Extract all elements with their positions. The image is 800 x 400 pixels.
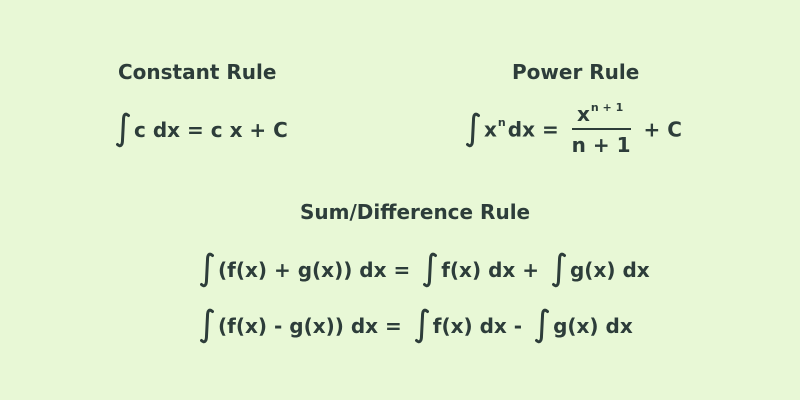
sum-rule-first-term: f(x) dx + xyxy=(441,258,540,282)
integral-sign-icon xyxy=(200,252,214,288)
power-rule-constant: + C xyxy=(643,117,682,142)
constant-rule-result: c x + C xyxy=(210,118,288,142)
integral-sign-icon xyxy=(551,252,566,288)
difference-rule-second-term: g(x) dx xyxy=(553,314,633,338)
integral-sign-icon xyxy=(466,112,480,148)
sum-rule-second-term: g(x) dx xyxy=(569,258,650,282)
power-rule-numerator-base: x xyxy=(576,102,590,126)
power-rule-exponent: n xyxy=(497,116,506,129)
difference-rule-formula: (f(x) - g(x)) dx = f(x) dx - g(x) dx xyxy=(200,308,633,344)
power-rule-fraction: xn + 1 n + 1 xyxy=(571,101,631,157)
integral-sign-icon xyxy=(414,308,429,344)
constant-rule-equals: = xyxy=(187,118,204,142)
sum-rule-formula: (f(x) + g(x)) dx = f(x) dx + g(x) dx xyxy=(200,252,650,288)
integral-sign-icon xyxy=(423,252,438,288)
difference-rule-lhs: (f(x) - g(x)) dx = xyxy=(218,314,402,338)
integral-sign-icon xyxy=(535,308,550,344)
integral-sign-icon xyxy=(116,112,130,148)
power-rule-denominator: n + 1 xyxy=(571,133,631,157)
power-rule-numerator-exponent: n + 1 xyxy=(590,101,624,114)
sum-rule-lhs: (f(x) + g(x)) dx = xyxy=(218,258,411,282)
constant-rule-title: Constant Rule xyxy=(118,60,277,84)
integral-sign-icon xyxy=(200,308,214,344)
power-rule-numerator: xn + 1 xyxy=(571,101,631,130)
difference-rule-first-term: f(x) dx - xyxy=(432,314,523,338)
power-rule-equals: = xyxy=(541,117,559,142)
power-rule-title: Power Rule xyxy=(512,60,640,84)
constant-rule-integrand: c dx xyxy=(134,118,181,142)
sum-difference-rule-title: Sum/Difference Rule xyxy=(300,200,531,224)
power-rule-base: x xyxy=(484,117,497,142)
constant-rule-formula: c dx = c x + C xyxy=(116,112,288,148)
power-rule-differential: dx xyxy=(507,117,535,142)
